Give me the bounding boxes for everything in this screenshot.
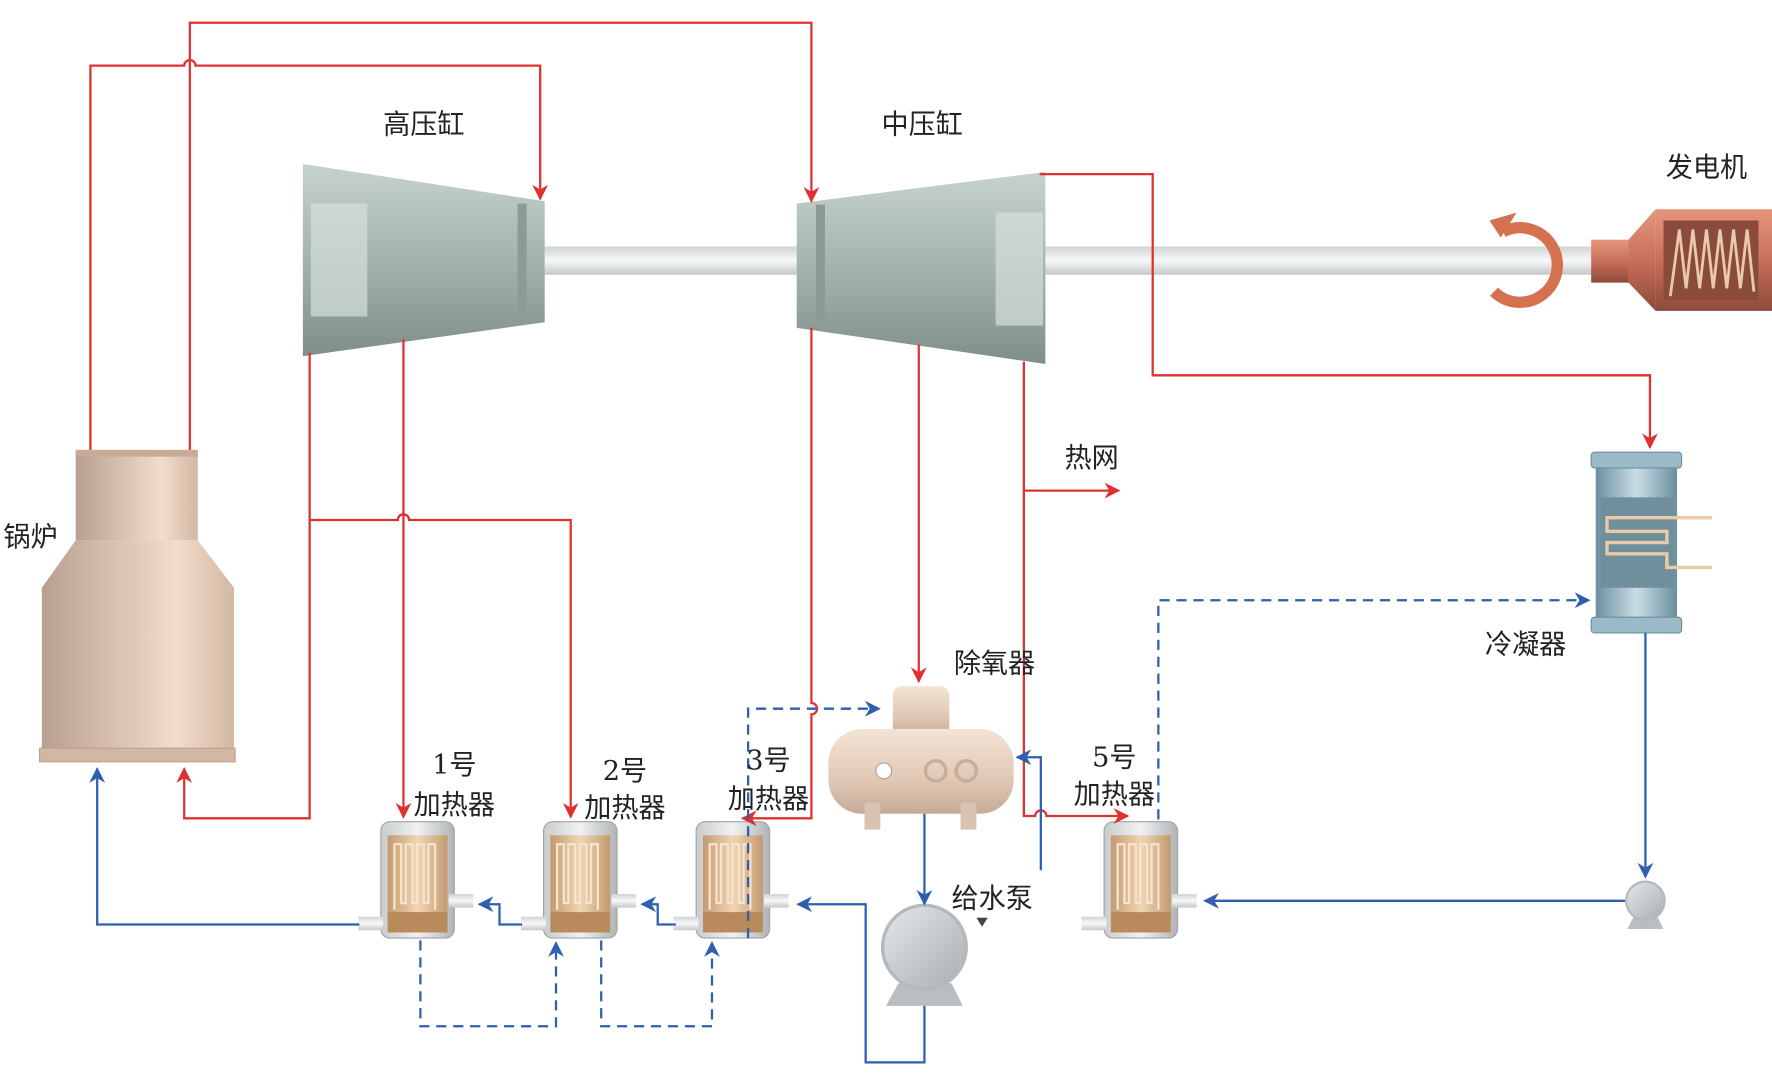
heater-1-label: 加热器 — [414, 790, 495, 821]
heater-1 — [357, 820, 475, 940]
ip-cylinder-label: 中压缸 — [881, 109, 962, 140]
heater-1-number: 1号 — [432, 750, 476, 781]
generator — [1591, 209, 1772, 311]
heater-2 — [519, 820, 638, 940]
water-lines — [89, 592, 1654, 1064]
hp-turbine — [302, 163, 545, 357]
deaerator-label: 除氧器 — [954, 649, 1035, 680]
hp-cylinder-label: 高压缸 — [383, 109, 464, 140]
heater-3-number: 3号 — [746, 746, 790, 777]
ip-turbine — [796, 171, 1046, 365]
condenser — [1590, 451, 1713, 634]
deaerator — [828, 686, 1014, 830]
steam-lines — [89, 21, 1658, 827]
heater-5-number: 5号 — [1092, 742, 1136, 773]
rotation-arrow-icon — [1489, 212, 1563, 308]
heat-network-label: 热网 — [1065, 443, 1119, 474]
feed-pump-label: 给水泵 — [952, 884, 1033, 915]
feed-pump — [880, 903, 968, 1006]
heater-2-number: 2号 — [603, 756, 647, 787]
pump-marker-icon — [976, 917, 988, 927]
boiler-label: 锅炉 — [3, 522, 57, 553]
heater-5 — [1080, 820, 1198, 940]
turbine-shaft — [544, 246, 1596, 275]
generator-label: 发电机 — [1666, 152, 1747, 183]
condensate-pump — [1625, 880, 1666, 930]
condenser-label: 冷凝器 — [1485, 629, 1566, 660]
heater-3 — [672, 820, 790, 940]
heater-5-label: 加热器 — [1074, 780, 1155, 811]
boiler — [38, 449, 236, 763]
heater-2-label: 加热器 — [584, 793, 665, 824]
heater-3-label: 加热器 — [728, 784, 809, 815]
